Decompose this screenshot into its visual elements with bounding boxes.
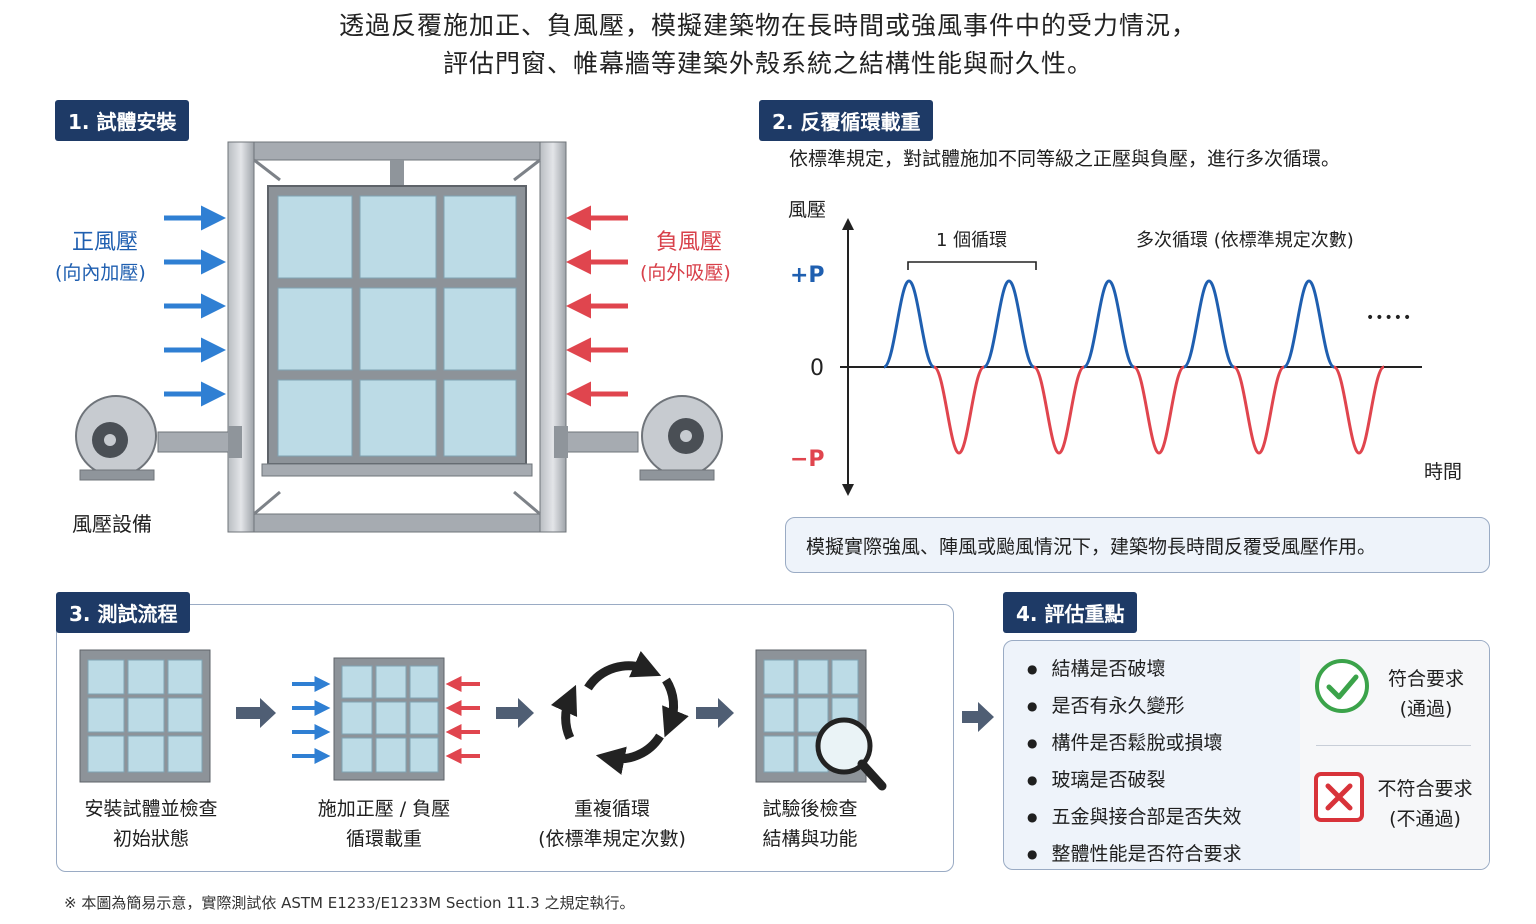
eval-item: 是否有永久變形 — [1027, 689, 1242, 726]
eval-item: 結構是否破壞 — [1027, 652, 1242, 689]
negative-pressure-arrows — [566, 205, 628, 407]
step3-line2: (依標準規定次數) — [538, 828, 686, 850]
eval-item: 五金與接合部是否失效 — [1027, 800, 1241, 837]
eval-item: 玻璃是否破裂 — [1027, 763, 1242, 800]
section2-label: 2. 反覆循環載重 — [759, 100, 934, 141]
step3-caption: 重複循環 (依標準規定次數) — [512, 794, 712, 854]
one-cycle-label: 1 個循環 — [936, 230, 1007, 251]
section3-label: 3. 測試流程 — [56, 592, 191, 633]
y-axis-label: 風壓 — [788, 199, 826, 221]
pass-label: 符合要求 — [1387, 668, 1464, 690]
pass-label-block: 符合要求 (通過) — [1374, 664, 1478, 724]
cycle-icon — [550, 650, 689, 775]
negative-half-cycle — [1232, 365, 1286, 455]
section2-note: 模擬實際強風、陣風或颱風情況下，建築物長時間反覆受風壓作用。 — [806, 536, 1377, 558]
eval-item: 整體性能是否符合要求 — [1027, 837, 1241, 874]
flow-arrow-1 — [236, 698, 276, 728]
cyclic-load-chart: 風壓 時間 +P 0 −P 1 個循環 多次循環 (依標準規定次數) ••••• — [788, 199, 1462, 496]
header-line-1: 透過反覆施加正、負風壓，模擬建築物在長時間或強風事件中的受力情況， — [338, 11, 1197, 40]
negative-half-cycle — [1132, 365, 1186, 455]
test-frame — [227, 141, 567, 533]
step4-window-icon — [755, 649, 867, 783]
step4-line2: 結構與功能 — [762, 828, 858, 850]
positive-half-cycle — [1282, 279, 1336, 369]
section1-label: 1. 試體安裝 — [55, 100, 190, 141]
step2-line2: 循環載重 — [345, 828, 422, 850]
section2-note-box: 模擬實際強風、陣風或颱風情況下，建築物長時間反覆受風壓作用。 — [785, 517, 1490, 573]
section-connector-arrow — [962, 702, 994, 732]
section2-description: 依標準規定，對試體施加不同等級之正壓與負壓，進行多次循環。 — [789, 148, 1341, 170]
tick-zero: 0 — [810, 356, 824, 381]
flow-arrow-2 — [496, 698, 534, 728]
negative-half-cycle — [1032, 365, 1086, 455]
section4-label: 4. 評估重點 — [1003, 592, 1138, 633]
eval-item: 構件是否鬆脫或損壞 — [1027, 726, 1242, 763]
step2-caption: 施加正壓 / 負壓 循環載重 — [284, 794, 484, 854]
positive-pressure-title: 正風壓 — [72, 230, 139, 255]
fail-label: 不符合要求 — [1377, 778, 1473, 800]
load-wave — [882, 279, 1386, 455]
negative-half-cycle — [1332, 365, 1386, 455]
flow-arrow-3 — [696, 698, 734, 728]
positive-half-cycle — [982, 279, 1036, 369]
step4-line1: 試驗後檢查 — [762, 798, 858, 820]
test-rig-illustration — [75, 141, 723, 533]
positive-pressure-arrows — [164, 205, 226, 407]
pass-sub: (通過) — [1399, 698, 1453, 720]
right-blower-icon — [554, 395, 723, 481]
step1-caption: 安裝試體並檢查 初始狀態 — [51, 794, 251, 854]
step1-window-icon — [79, 649, 211, 783]
fail-sub: (不通過) — [1389, 808, 1461, 830]
step4-caption: 試驗後檢查 結構與功能 — [710, 794, 910, 854]
positive-half-cycle — [882, 279, 936, 369]
left-blower-icon — [75, 395, 242, 481]
step3-line1: 重複循環 — [573, 798, 650, 820]
step2-line1: 施加正壓 / 負壓 — [317, 798, 451, 820]
multi-cycle-label: 多次循環 (依標準規定次數) — [1136, 230, 1354, 251]
fail-cross-icon — [1314, 772, 1364, 822]
pass-check-icon — [1315, 659, 1369, 713]
step2-window-icon — [292, 657, 480, 781]
ellipsis: ••••• — [1366, 310, 1412, 326]
negative-pressure-title: 負風壓 — [656, 230, 723, 255]
step1-line2: 初始狀態 — [112, 828, 189, 850]
step1-line1: 安裝試體並檢查 — [84, 798, 218, 820]
tick-negative: −P — [790, 447, 825, 472]
process-flow — [79, 649, 887, 791]
header-line-2: 評估門窗、帷幕牆等建築外殼系統之結構性能與耐久性。 — [442, 49, 1093, 78]
one-cycle-bracket — [907, 261, 1037, 270]
x-axis-label: 時間 — [1424, 461, 1462, 483]
magnifier-icon — [815, 717, 887, 791]
verdict-divider — [1316, 745, 1471, 746]
positive-half-cycle — [1082, 279, 1136, 369]
evaluation-list: 結構是否破壞 是否有永久變形 構件是否鬆脫或損壞 玻璃是否破裂 五金與接合部是否… — [1027, 652, 1242, 874]
footnote: ※ 本圖為簡易示意，實際測試依 ASTM E1233/E1233M Sectio… — [64, 894, 635, 912]
negative-pressure-sub: (向外吸壓) — [640, 262, 731, 284]
equipment-label: 風壓設備 — [72, 512, 152, 536]
positive-half-cycle — [1182, 279, 1236, 369]
negative-half-cycle — [932, 365, 986, 455]
tick-positive: +P — [790, 263, 825, 288]
fail-label-block: 不符合要求 (不通過) — [1370, 774, 1480, 834]
positive-pressure-sub: (向內加壓) — [55, 262, 146, 284]
